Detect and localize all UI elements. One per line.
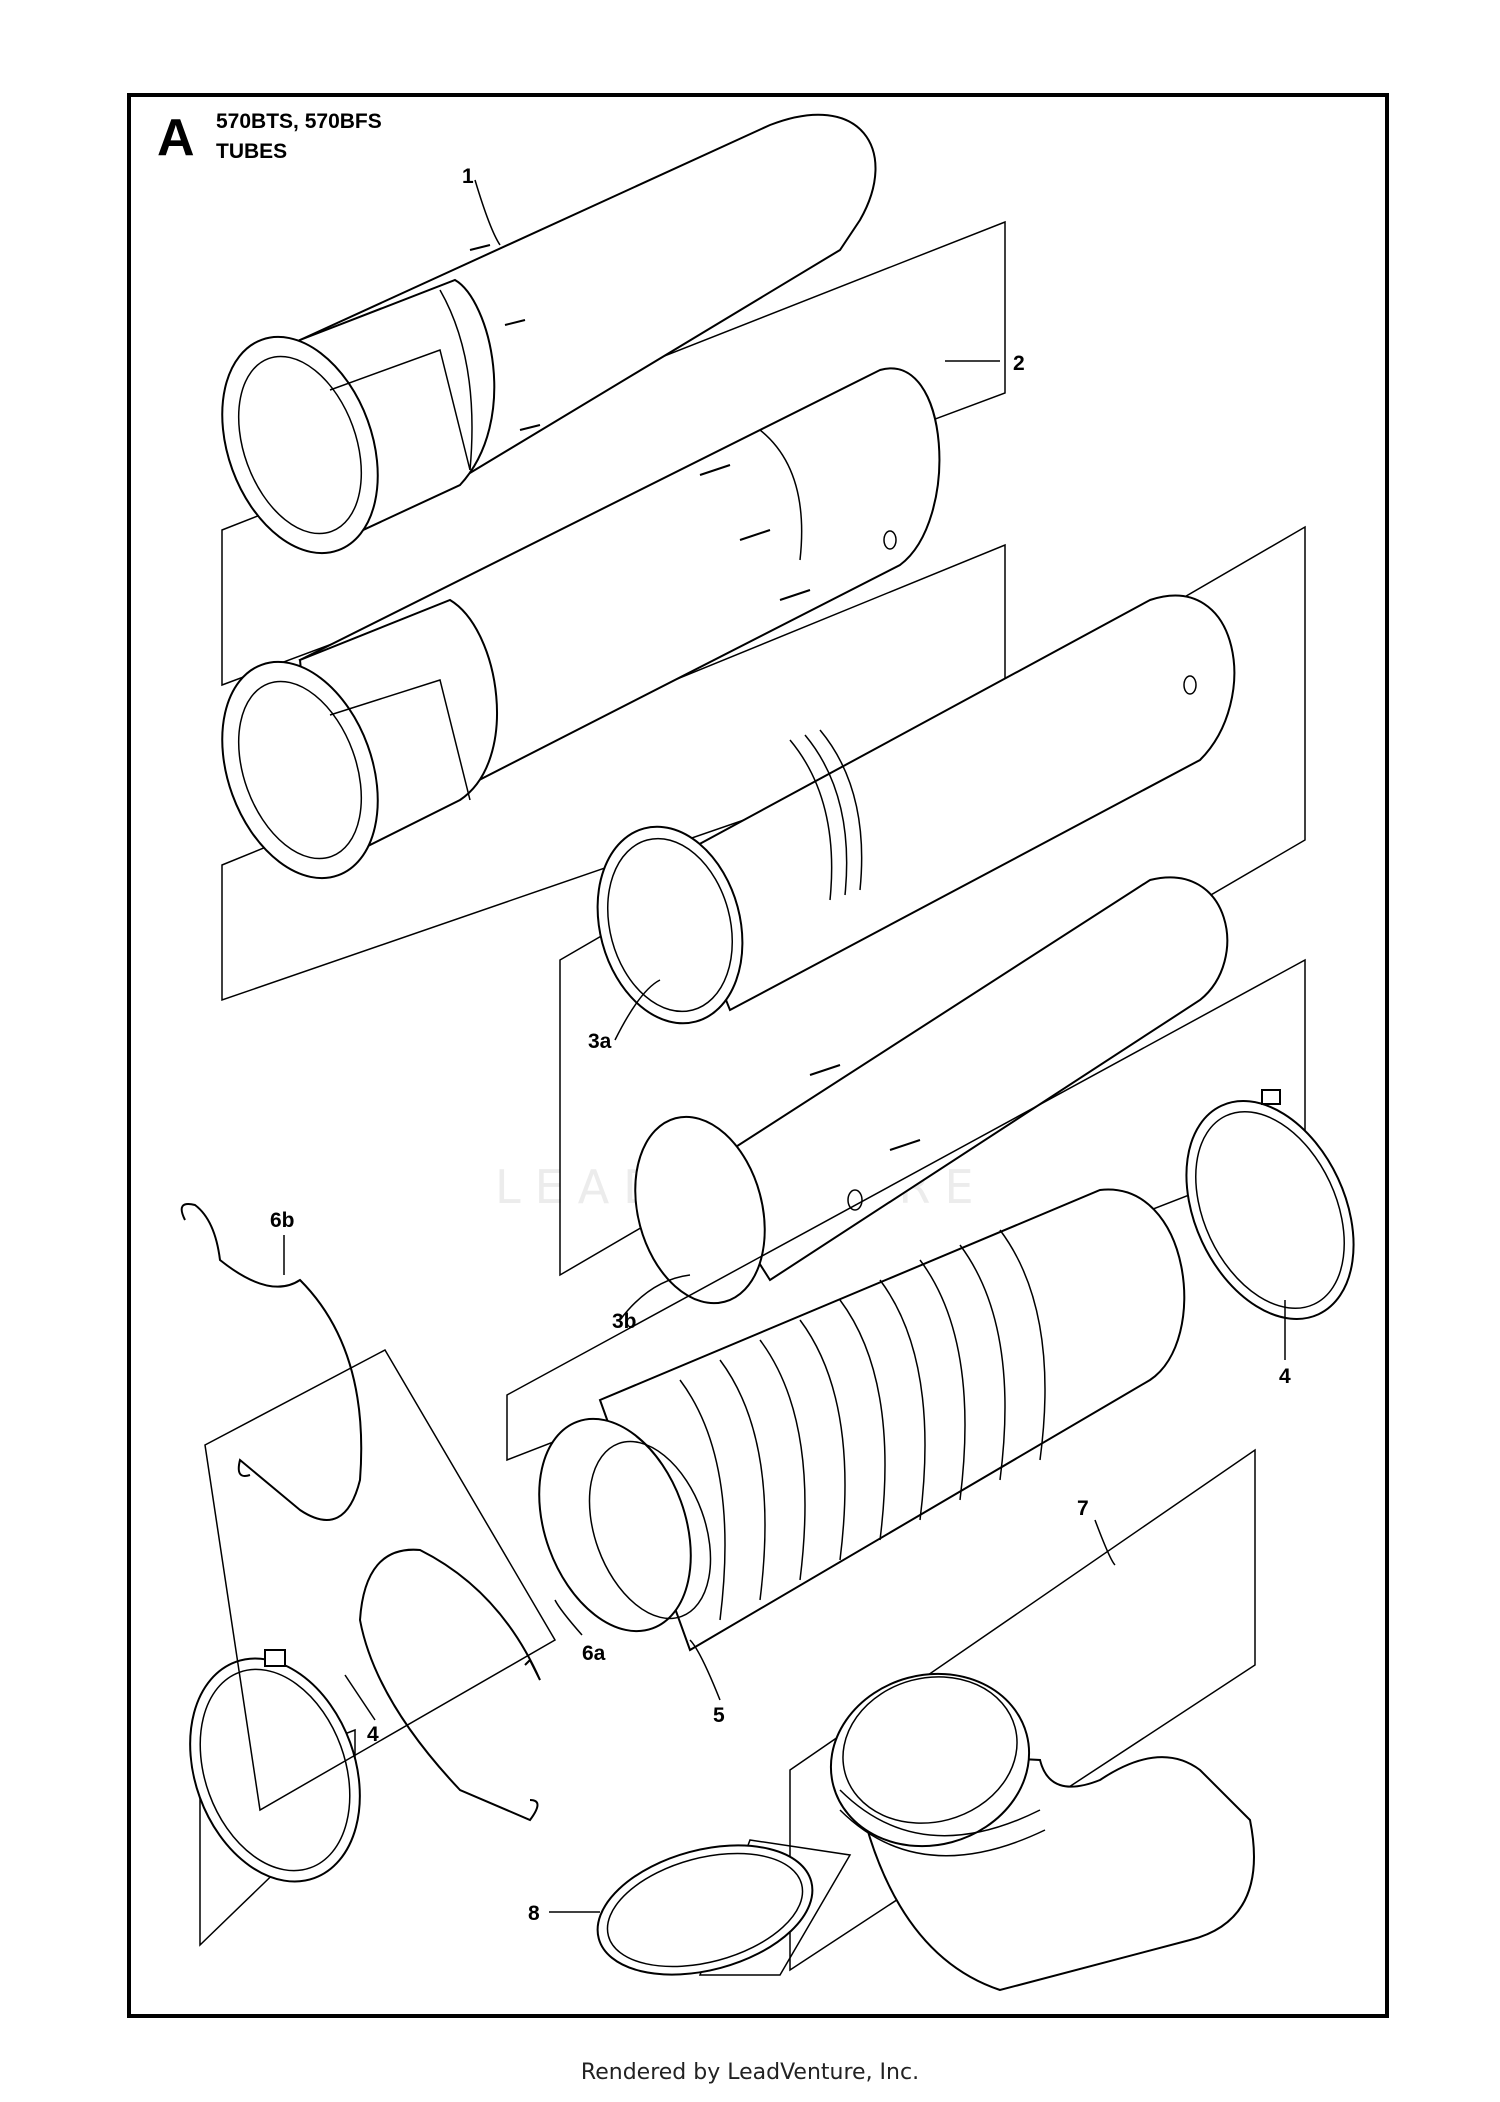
part-3b-collar[interactable] <box>616 876 1229 1317</box>
part-4-clamp-lower[interactable] <box>160 1635 389 1947</box>
footer-credit: Rendered by LeadVenture, Inc. <box>580 2060 920 2085</box>
part-4-clamp-upper[interactable] <box>1153 1074 1386 1346</box>
callout-6a[interactable]: 6a <box>582 1642 606 1665</box>
part-6-wire-clips[interactable] <box>180 1203 557 1822</box>
part-3a-tube[interactable] <box>559 525 1306 1277</box>
part-7-elbow[interactable] <box>789 1448 1256 1992</box>
leader-lines <box>283 179 1286 1913</box>
part-2-tube[interactable] <box>194 367 1006 1002</box>
callout-8[interactable]: 8 <box>528 1902 540 1925</box>
part-5-flex-hose[interactable] <box>506 958 1306 1652</box>
diagram-frame <box>127 93 1389 2018</box>
model-numbers: 570BTS, 570BFS <box>216 110 382 133</box>
callout-7[interactable]: 7 <box>1077 1497 1089 1520</box>
callout-2[interactable]: 2 <box>1013 352 1025 375</box>
callout-4-upper[interactable]: 4 <box>1279 1365 1291 1388</box>
callout-3b[interactable]: 3b <box>612 1310 637 1333</box>
section-letter: A <box>157 109 195 167</box>
callout-1[interactable]: 1 <box>462 165 474 188</box>
part-1-tube[interactable] <box>194 113 1006 687</box>
callout-5[interactable]: 5 <box>713 1704 725 1727</box>
part-8-ring[interactable] <box>583 1824 852 1997</box>
callout-6b[interactable]: 6b <box>270 1209 295 1232</box>
diagram-title: TUBES <box>216 140 288 163</box>
callout-3a[interactable]: 3a <box>588 1030 612 1053</box>
callout-4-lower[interactable]: 4 <box>367 1723 379 1746</box>
